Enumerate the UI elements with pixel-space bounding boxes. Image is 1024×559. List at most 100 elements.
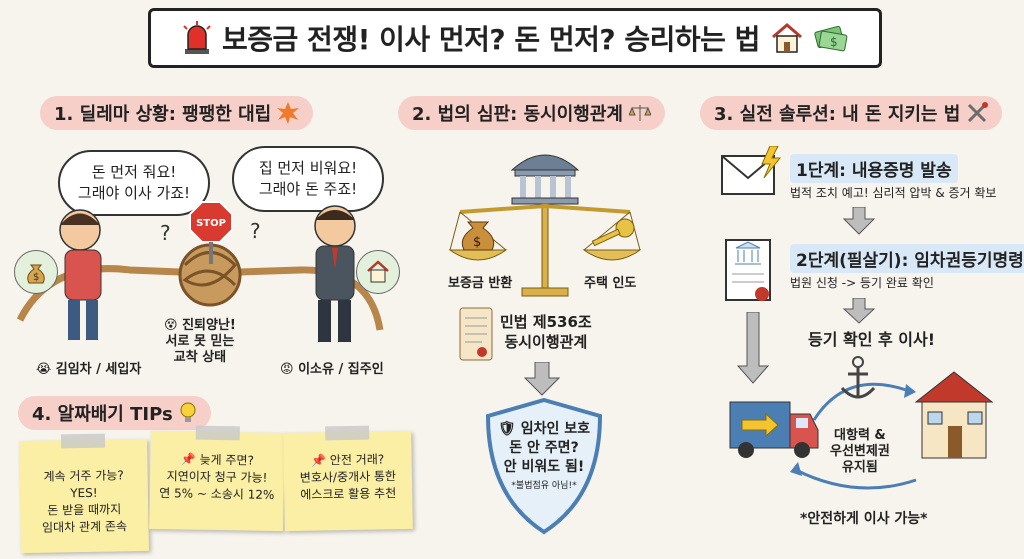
money-bag-icon: $ [14, 250, 58, 294]
tip1-line3: 돈 받을 때까지 [47, 502, 122, 518]
cycle-arrow [795, 468, 917, 490]
shield-line3: 안 비워도 됨! [503, 459, 585, 475]
law-article-line2: 동시이행관계 [504, 333, 588, 351]
svg-text:$: $ [473, 235, 481, 250]
money-icon: $ [814, 25, 848, 52]
tip3-line1: 안전 거래? [329, 452, 385, 468]
landlord-bubble-line1: 집 먼저 비워요! [258, 159, 358, 177]
envelope-icon [721, 146, 782, 195]
explosion-icon [277, 102, 300, 124]
court-document-icon [725, 239, 771, 301]
section1-heading: 1. 딜레마 상황: 팽팽한 대립 [40, 96, 314, 130]
tip2-line2: 지연이자 청구 가능! [166, 469, 268, 485]
balance-scale-illustration: $ [448, 154, 642, 297]
step2-subtitle: 법원 신청 -> 등기 완료 확인 [790, 276, 934, 290]
money-bag-icon: $ [461, 221, 495, 251]
tenant-name-text: 김임차 / 세입자 [55, 362, 142, 377]
landlord-speech-bubble: 집 먼저 비워요! 그래야 돈 주죠! [232, 146, 384, 212]
section3-heading: 3. 실전 솔루션: 내 돈 지키는 법 [700, 96, 1003, 130]
shield-line4: *불법점유 아님!* [511, 481, 577, 491]
rope-knot [178, 243, 242, 307]
tug-of-war-illustration: ? ? ? STOP [16, 201, 384, 342]
rights-line1: 대항력 & [834, 428, 886, 443]
safe-move-footer: *안전하게 이사 가능* [800, 511, 928, 527]
tip2-line1: 늦게 주면? [199, 452, 255, 468]
shield-line2: 돈 안 주면? [509, 440, 579, 456]
anchor-icon [840, 356, 876, 399]
svg-text:$: $ [830, 35, 838, 49]
step1-title: 1단계: 내용증명 발송 [790, 154, 958, 183]
section3-heading-text: 3. 실전 솔루션: 내 돈 지키는 법 [714, 104, 961, 125]
tip-note-3: 📌 안전 거래? 변호사/중개사 통한 에스크로 활용 추천 [283, 425, 413, 532]
tenant-shield-icon [485, 397, 603, 535]
deadlock-caption: 😵 진퇴양난! 서로 못 믿는 교착 상태 [164, 318, 236, 366]
section4-heading: 4. 알짜배기 TIPs [18, 396, 211, 430]
law-article-line1: 민법 제536조 [500, 313, 592, 331]
step1-subtitle: 법적 조치 예고! 심리적 압박 & 증거 확보 [790, 186, 997, 200]
section4-heading-text: 4. 알짜배기 TIPs [32, 404, 173, 425]
cycle-arrow [812, 382, 907, 421]
tenant-figure [59, 209, 102, 340]
arrow-down-icon [523, 362, 561, 396]
house-icon [771, 23, 802, 53]
tenant-bubble-line2: 그래야 이사 가죠! [77, 184, 191, 202]
question-mark-icon: ? [160, 221, 171, 245]
dizzy-face-icon: 😵 [164, 318, 178, 333]
tip-note-2: 📌 늦게 주면? 지연이자 청구 가능! 연 5% ~ 소송시 12% [149, 425, 285, 532]
shield-text: 🛡 임차인 보호 돈 안 주면? 안 비워도 됨! *불법점유 아님!* [492, 420, 596, 496]
svg-text:$: $ [33, 272, 39, 283]
angry-face-icon: 😡 [280, 362, 294, 377]
tape-decoration [60, 433, 106, 449]
tape-decoration [325, 425, 370, 441]
law-scroll-icon [459, 307, 493, 361]
tip3-line2: 변호사/중개사 통한 [299, 469, 397, 485]
stop-sign-text: STOP [196, 218, 226, 229]
tip-note-1: 계속 거주 가능? YES! 돈 받을 때까지 임대차 관계 존속 [19, 433, 149, 554]
siren-icon [183, 21, 211, 54]
moving-truck-icon [729, 401, 819, 458]
arrow-down-icon [842, 207, 876, 235]
home-icon [356, 250, 400, 294]
section2-heading-text: 2. 법의 심판: 동시이행관계 [412, 104, 623, 125]
lightning-icon [761, 146, 782, 179]
landlord-name-label: 😡 이소유 / 집주인 [280, 358, 384, 377]
deadlock-caption-line3: 교착 상태 [173, 350, 227, 365]
scales-icon [628, 105, 651, 121]
rights-retained-text: 대항력 & 우선변제권 유지됨 [830, 428, 890, 476]
arrow-down-long-icon [736, 312, 770, 384]
tools-icon [968, 102, 989, 123]
law-article-text: 민법 제536조 동시이행관계 [500, 312, 592, 352]
title-banner: 보증금 전쟁! 이사 먼저? 돈 먼저? 승리하는 법 $ [148, 8, 882, 68]
tip1-line2: YES! [70, 485, 98, 501]
landlord-bubble-line2: 그래야 돈 주죠! [258, 180, 358, 198]
pushpin-icon: 📌 [310, 453, 327, 468]
rights-line3: 유지됨 [841, 460, 878, 475]
deadlock-caption-line1: 진퇴양난! [182, 318, 236, 333]
landlord-name-text: 이소유 / 집주인 [298, 362, 384, 377]
shield-line1: 임차인 보호 [520, 421, 590, 437]
arrow-down-icon [842, 298, 876, 324]
step2-title: 2단계(필살기): 임차권등기명령 [790, 244, 1024, 273]
pushpin-icon: 📌 [180, 452, 196, 467]
house-icon [914, 371, 994, 459]
deposit-return-label: 보증금 반환 [448, 276, 513, 291]
tip1-line1: 계속 거주 가능? [43, 468, 124, 484]
key-icon [591, 218, 635, 247]
lightbulb-icon [180, 402, 196, 422]
section2-heading: 2. 법의 심판: 동시이행관계 [398, 96, 665, 130]
rights-line2: 우선변제권 [830, 444, 890, 459]
tip1-line4: 임대차 관계 존속 [41, 519, 128, 535]
tenant-name-label: 😭 김임차 / 세입자 [36, 358, 141, 377]
confirm-then-move-text: 등기 확인 후 이사! [808, 330, 936, 349]
tape-decoration [195, 425, 240, 441]
page-title: 보증금 전쟁! 이사 먼저? 돈 먼저? 승리하는 법 [222, 23, 760, 56]
tip3-line3: 에스크로 활용 추천 [300, 486, 397, 502]
tenant-speech-bubble: 돈 먼저 줘요! 그래야 이사 가죠! [58, 150, 210, 216]
crying-face-icon: 😭 [36, 362, 52, 377]
stop-sign-icon: STOP [189, 201, 233, 264]
mini-shield-icon: 🛡 [498, 421, 516, 437]
tenant-bubble-line1: 돈 먼저 줘요! [91, 163, 177, 181]
question-mark-icon: ? [250, 219, 261, 243]
tip2-line3: 연 5% ~ 소송시 12% [159, 485, 275, 503]
house-handover-label: 주택 인도 [584, 276, 637, 291]
